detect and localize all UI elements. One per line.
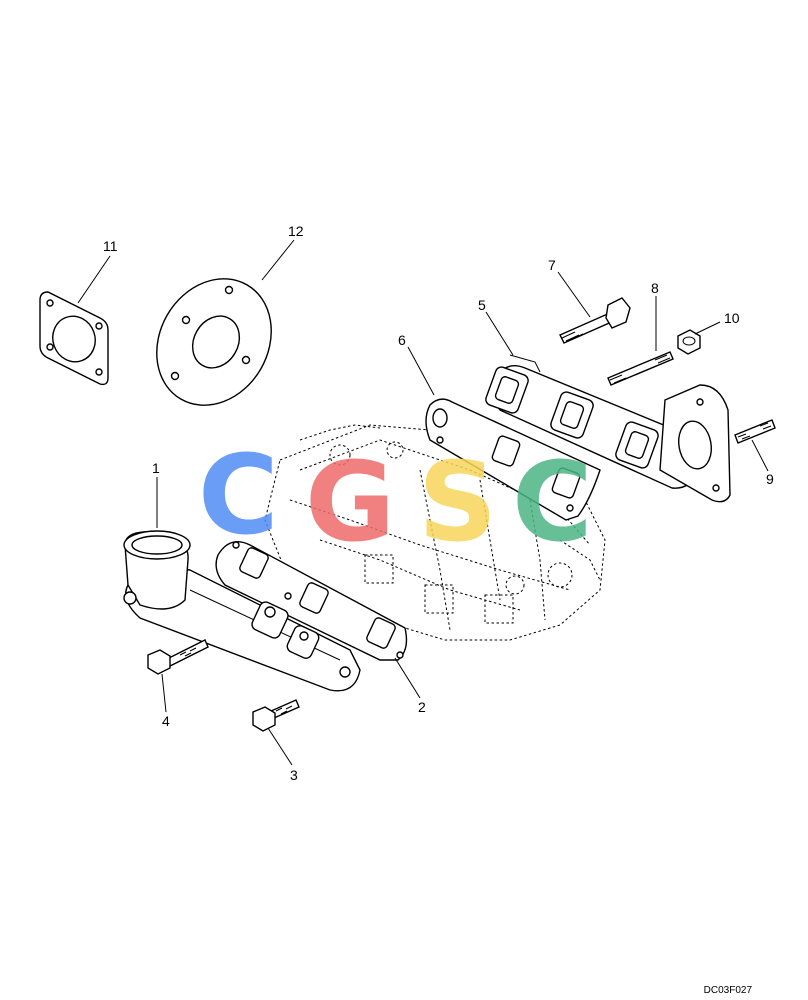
flange-nut	[677, 329, 701, 355]
callout-labels: 1 2 3 4 5 6 7 8 9 10 11 12	[103, 223, 774, 783]
drawing-code: DC03F027	[703, 985, 752, 996]
watermark-letter-c: C	[198, 431, 279, 559]
callout-3: 3	[290, 767, 298, 783]
callout-2: 2	[418, 699, 426, 715]
watermark-letter-g: G	[305, 438, 395, 566]
watermark-logo: C G S C	[198, 431, 593, 566]
watermark-letter-c-2: C	[512, 438, 593, 566]
callout-12: 12	[288, 223, 304, 239]
callout-1: 1	[152, 460, 160, 476]
square-gasket	[39, 291, 109, 386]
callout-10: 10	[724, 310, 740, 326]
watermark-letter-s: S	[418, 438, 497, 566]
callout-7: 7	[548, 257, 556, 273]
leader-lines	[77, 239, 769, 766]
long-bolt	[559, 297, 631, 344]
callout-8: 8	[651, 280, 659, 296]
callout-4: 4	[162, 713, 170, 729]
callout-11: 11	[103, 238, 118, 254]
lower-manifold-gasket	[215, 541, 408, 661]
upper-exhaust-manifold	[485, 354, 731, 503]
callout-6: 6	[398, 332, 406, 348]
upper-manifold-gasket	[425, 398, 601, 521]
round-gasket	[156, 278, 272, 406]
lower-exhaust-manifold	[123, 530, 361, 692]
callout-5: 5	[478, 297, 486, 313]
short-stud	[734, 419, 776, 444]
bolt-right	[252, 699, 300, 732]
stud-bolt	[607, 351, 674, 386]
bolt-left	[147, 639, 209, 675]
callout-9: 9	[766, 471, 774, 487]
